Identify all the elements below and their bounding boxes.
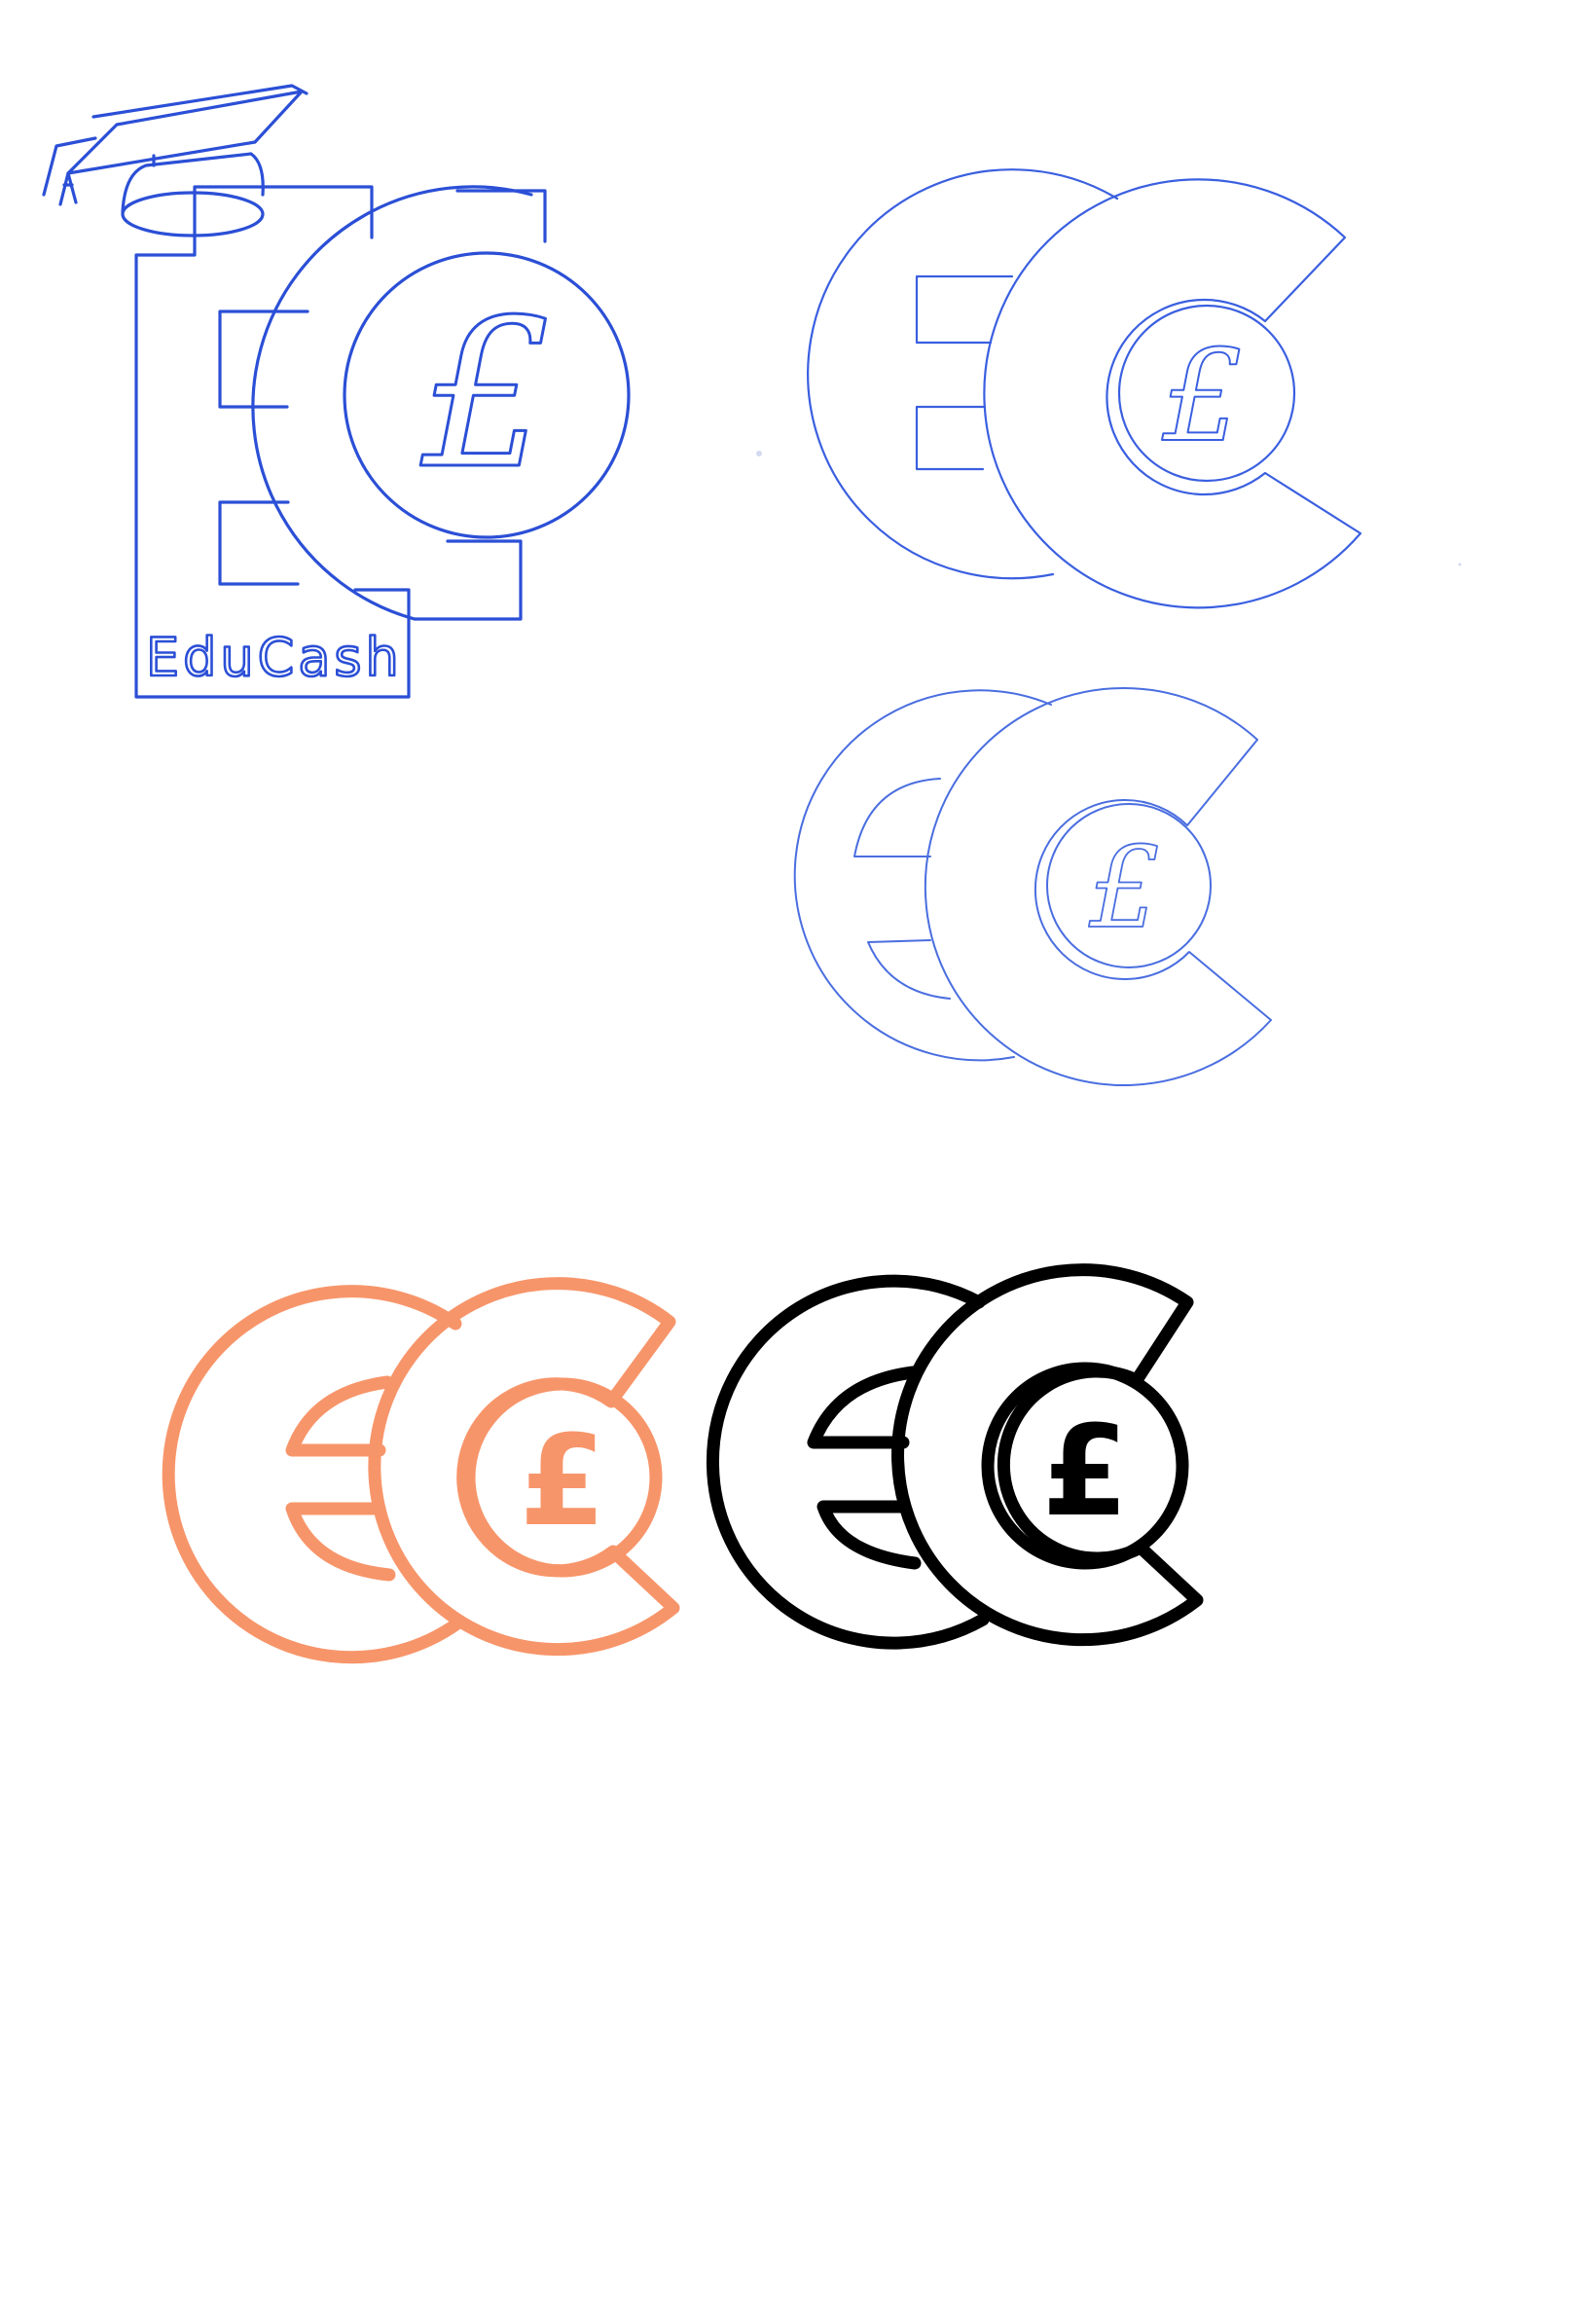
black-pound-symbol: £ [1041, 1400, 1128, 1545]
sketch-3-back-ring [793, 689, 1052, 1062]
sketch-1-wordmark: EduCash [146, 627, 403, 688]
orange-pound-symbol: £ [519, 1409, 605, 1554]
sketch-2-front-c [983, 178, 1362, 609]
sketch-1-educash-logo: £ EduCash [42, 84, 631, 699]
graduation-cap-icon [42, 84, 308, 237]
sketch-2-back-ring [807, 168, 1119, 580]
sketch-3-front-c [924, 687, 1272, 1086]
sketch-3-coin-circle [1046, 803, 1212, 968]
sketch-2-double-c-logo: £ [807, 168, 1362, 609]
black-e-inner [807, 1366, 922, 1570]
sketch-3-pound-symbol: £ [1088, 823, 1160, 954]
final-logo-black: £ [706, 1263, 1204, 1650]
black-front-c [891, 1263, 1204, 1647]
final-logo-orange: £ [162, 1277, 680, 1664]
orange-e-inner [285, 1375, 396, 1582]
sketch-c-outer-ring [251, 185, 533, 621]
sketch-2-coin-circle [1117, 304, 1296, 483]
sketch-1-pound-symbol: £ [419, 275, 552, 514]
black-back-e-ring [706, 1274, 990, 1650]
orange-coin-circle [462, 1377, 663, 1578]
orange-back-e-ring [162, 1285, 464, 1664]
black-coin-circle [981, 1362, 1189, 1570]
paper-specks [756, 451, 1462, 566]
sketch-3-e-inner [853, 778, 951, 1000]
sketch-2-e-bars [915, 274, 1014, 471]
sketch-2-pound-symbol: £ [1162, 322, 1244, 470]
sketch-coin-circle [343, 251, 631, 539]
sketch-3-rounded-e-logo: £ [793, 687, 1272, 1086]
